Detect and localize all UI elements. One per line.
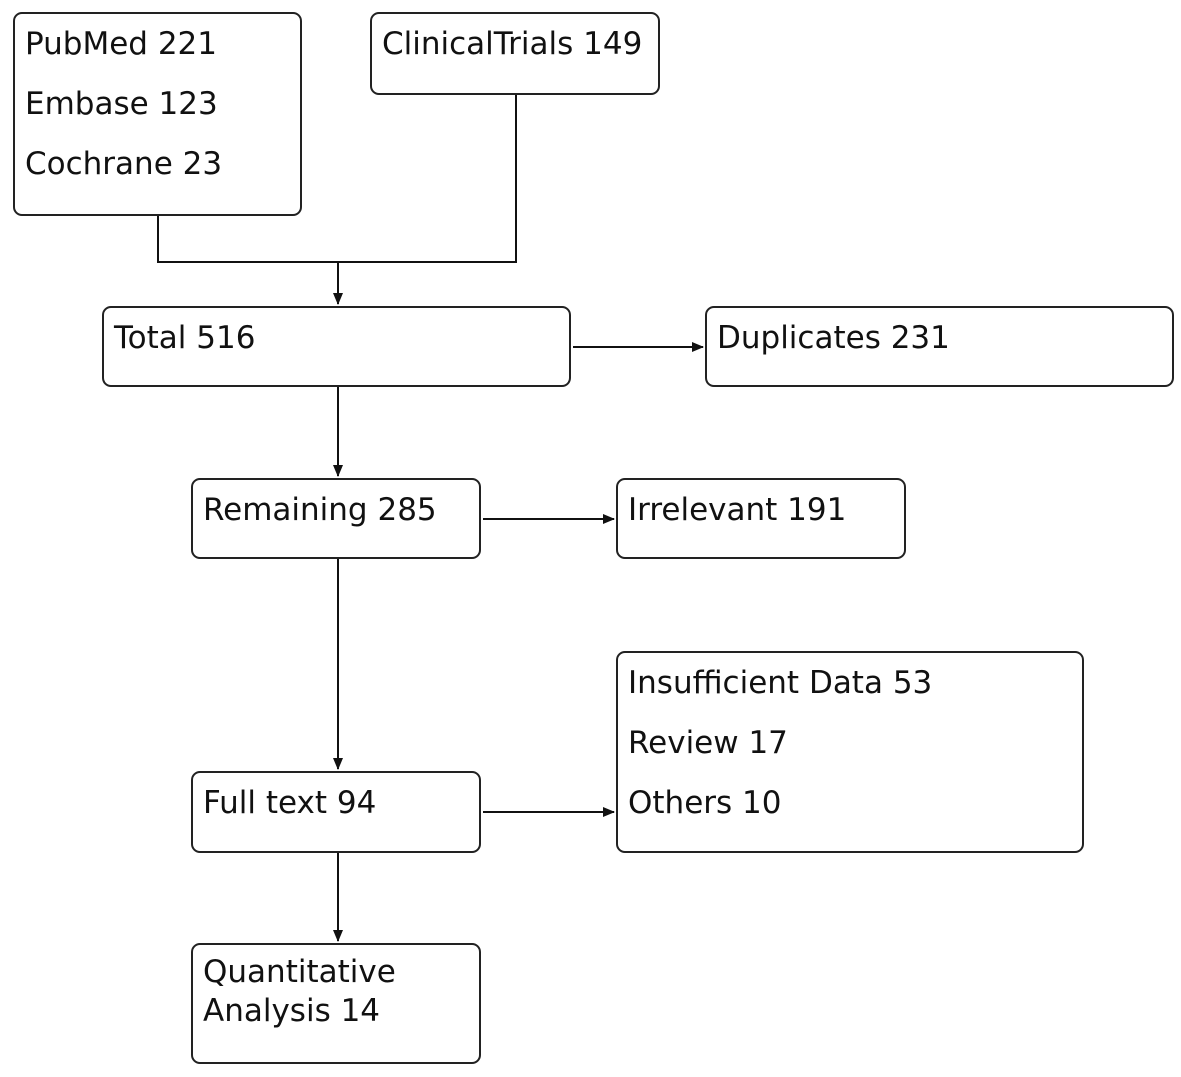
remaining-label: Remaining 285 bbox=[203, 492, 437, 528]
total-box: Total 516 bbox=[102, 306, 571, 387]
irrelevant-box: Irrelevant 191 bbox=[616, 478, 906, 559]
full-text-label: Full text 94 bbox=[203, 785, 377, 821]
exclusion-reasons-box: Insufficient Data 53 Review 17 Others 10 bbox=[616, 651, 1084, 853]
source-cochrane: Cochrane 23 bbox=[25, 146, 223, 182]
quantitative-line-2: Analysis 14 bbox=[203, 993, 381, 1029]
remaining-box: Remaining 285 bbox=[191, 478, 481, 559]
duplicates-box: Duplicates 231 bbox=[705, 306, 1174, 387]
database-sources-box: PubMed 221 Embase 123 Cochrane 23 bbox=[13, 12, 302, 216]
quantitative-line-1: Quantitative bbox=[203, 954, 396, 990]
irrelevant-label: Irrelevant 191 bbox=[628, 492, 847, 528]
clinicaltrials-label: ClinicalTrials 149 bbox=[382, 26, 643, 62]
source-pubmed: PubMed 221 bbox=[25, 26, 217, 62]
quantitative-analysis-box: Quantitative Analysis 14 bbox=[191, 943, 481, 1064]
total-label: Total 516 bbox=[114, 320, 256, 356]
exclusion-review: Review 17 bbox=[628, 725, 788, 761]
exclusion-insufficient-data: Insufficient Data 53 bbox=[628, 665, 933, 701]
duplicates-label: Duplicates 231 bbox=[717, 320, 950, 356]
full-text-box: Full text 94 bbox=[191, 771, 481, 853]
clinicaltrials-box: ClinicalTrials 149 bbox=[370, 12, 660, 95]
source-embase: Embase 123 bbox=[25, 86, 218, 122]
exclusion-others: Others 10 bbox=[628, 785, 782, 821]
